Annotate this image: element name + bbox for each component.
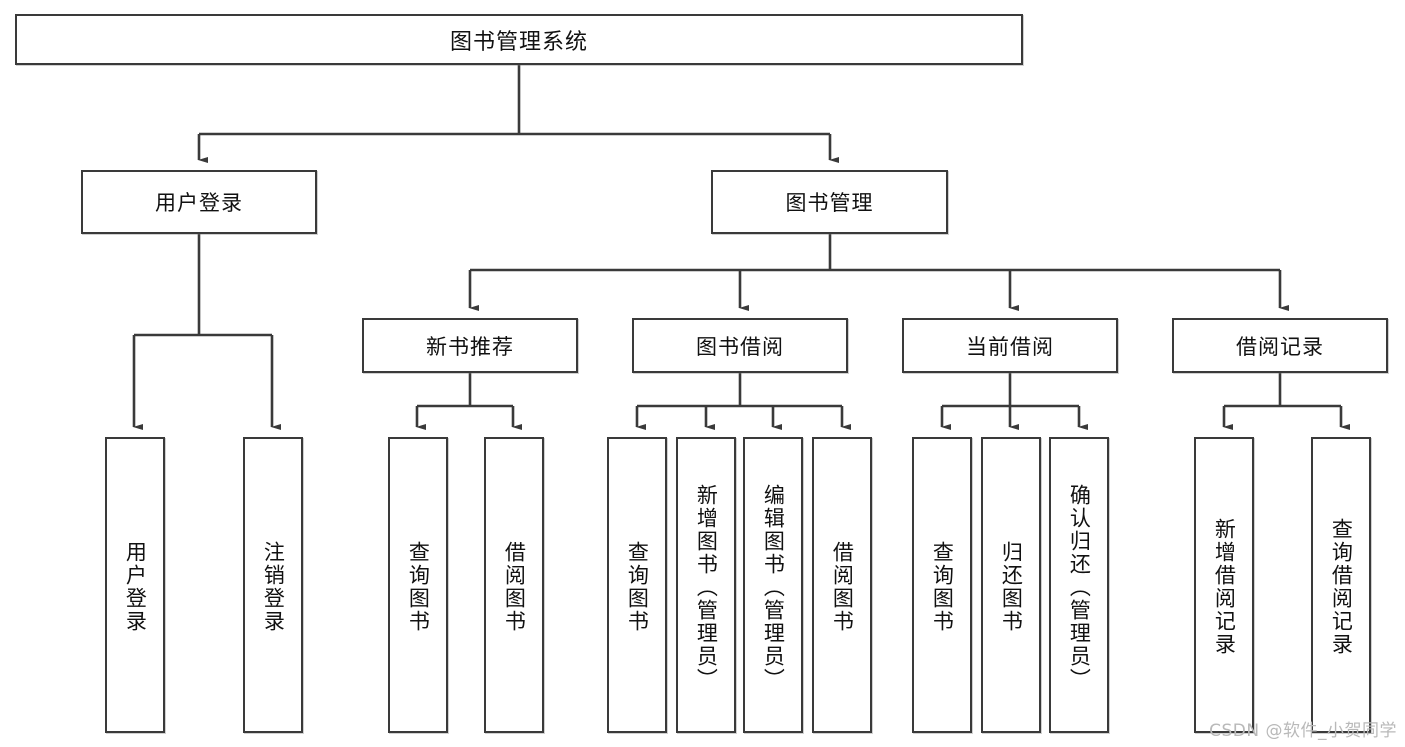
node-new-book-recommend[interactable]: 新书推荐 xyxy=(362,318,578,373)
node-root-system[interactable]: 图书管理系统 xyxy=(15,14,1023,65)
leaf-return-book-label: 归还图书 xyxy=(999,541,1024,633)
leaf-return-book[interactable]: 归还图书 xyxy=(981,437,1041,733)
leaf-query-borrow-record[interactable]: 查询借阅记录 xyxy=(1311,437,1371,733)
leaf-confirm-return-admin-label: 确认归还（管理员） xyxy=(1067,483,1092,691)
node-current-borrow-label: 当前借阅 xyxy=(966,334,1054,359)
node-book-management-label: 图书管理 xyxy=(785,191,874,215)
leaf-confirm-return-admin[interactable]: 确认归还（管理员） xyxy=(1049,437,1109,733)
leaf-add-book-admin-label: 新增图书（管理员） xyxy=(694,483,719,691)
node-book-borrow[interactable]: 图书借阅 xyxy=(632,318,848,373)
leaf-edit-book-admin[interactable]: 编辑图书（管理员） xyxy=(743,437,803,733)
leaf-borrow-book-borrow-label: 借阅图书 xyxy=(830,541,855,633)
node-user-login-label: 用户登录 xyxy=(155,191,243,215)
leaf-logout-label: 注销登录 xyxy=(261,541,286,633)
node-current-borrow[interactable]: 当前借阅 xyxy=(902,318,1118,373)
leaf-add-borrow-record[interactable]: 新增借阅记录 xyxy=(1194,437,1254,733)
leaf-query-book-current-label: 查询图书 xyxy=(930,541,955,633)
node-root-label: 图书管理系统 xyxy=(449,29,588,55)
leaf-query-book-newbook[interactable]: 查询图书 xyxy=(388,437,448,733)
leaf-query-book-current[interactable]: 查询图书 xyxy=(912,437,972,733)
csdn-watermark: CSDN @软件_小贺同学 xyxy=(1209,721,1397,741)
leaf-add-borrow-record-label: 新增借阅记录 xyxy=(1212,518,1237,656)
node-borrow-record-label: 借阅记录 xyxy=(1236,334,1324,359)
node-book-management[interactable]: 图书管理 xyxy=(711,170,948,234)
leaf-query-borrow-record-label: 查询借阅记录 xyxy=(1329,518,1354,656)
leaf-query-book-borrow-label: 查询图书 xyxy=(625,541,650,633)
leaf-logout[interactable]: 注销登录 xyxy=(243,437,303,733)
leaf-query-book-borrow[interactable]: 查询图书 xyxy=(607,437,667,733)
leaf-borrow-book-newbook[interactable]: 借阅图书 xyxy=(484,437,544,733)
leaf-user-login-label: 用户登录 xyxy=(123,541,148,633)
leaf-add-book-admin[interactable]: 新增图书（管理员） xyxy=(676,437,736,733)
leaf-borrow-book-newbook-label: 借阅图书 xyxy=(502,541,527,633)
leaf-borrow-book-borrow[interactable]: 借阅图书 xyxy=(812,437,872,733)
node-new-book-recommend-label: 新书推荐 xyxy=(426,334,514,359)
leaf-edit-book-admin-label: 编辑图书（管理员） xyxy=(761,483,786,691)
node-book-borrow-label: 图书借阅 xyxy=(696,334,784,359)
node-user-login[interactable]: 用户登录 xyxy=(81,170,317,234)
leaf-user-login[interactable]: 用户登录 xyxy=(105,437,165,733)
node-borrow-record[interactable]: 借阅记录 xyxy=(1172,318,1388,373)
leaf-query-book-newbook-label: 查询图书 xyxy=(406,541,431,633)
